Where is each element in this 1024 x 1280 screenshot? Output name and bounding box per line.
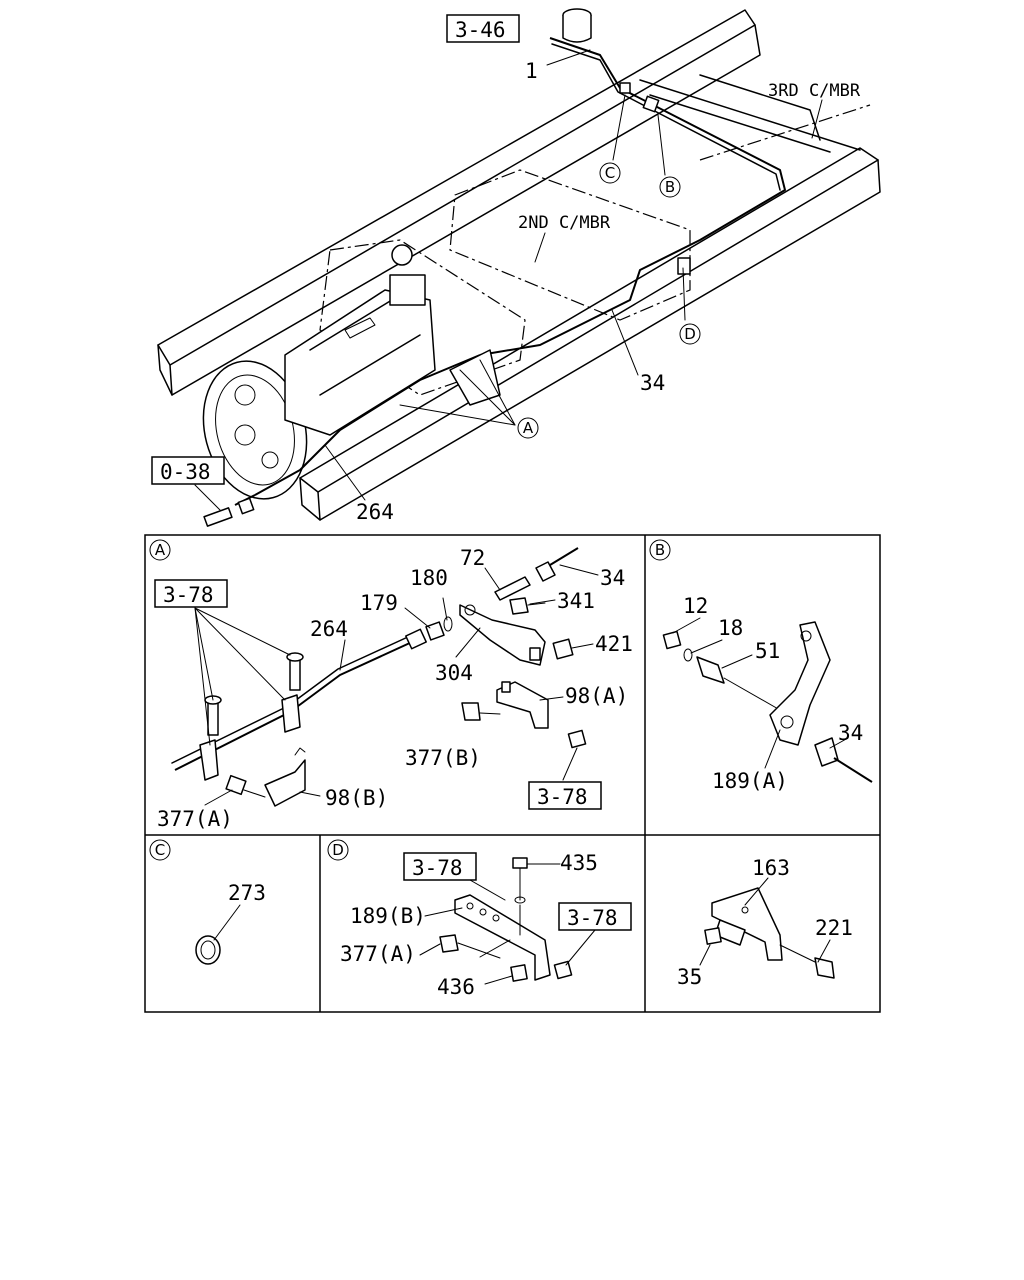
detail-grid (144, 534, 881, 1013)
part-18: 18 (718, 616, 743, 640)
third-cross-member-label: 3RD C/MBR (768, 81, 861, 101)
part-221: 221 (815, 916, 853, 940)
part-304: 304 (435, 661, 473, 685)
part-34-b: 34 (838, 721, 863, 745)
panel-b-tag: B (655, 541, 665, 559)
part-179: 179 (360, 591, 398, 615)
ref-box-0-38[interactable] (151, 456, 225, 485)
callout-b-circle[interactable] (659, 176, 681, 198)
callout-c: C (605, 164, 615, 182)
frame-rail-back (157, 9, 761, 396)
overview-illustration: 3-46 0-38 3RD C/MBR 2ND C/MBR 1 C B D A … (151, 8, 881, 527)
callout-c-circle[interactable] (599, 162, 621, 184)
part-377a: 377(A) (157, 807, 233, 831)
part-189a: 189(A) (712, 769, 788, 793)
part-435: 435 (560, 851, 598, 875)
part-180: 180 (410, 566, 448, 590)
callout-34: 34 (640, 371, 665, 395)
callout-264: 264 (356, 500, 394, 524)
ref-3-78-a-bottom: 3-78 (537, 785, 588, 809)
part-436: 436 (437, 975, 475, 999)
part-377b: 377(B) (405, 746, 481, 770)
panel-a-tag: A (155, 541, 166, 559)
ref-3-78-d-left: 3-78 (412, 856, 463, 880)
callout-a: A (523, 419, 534, 437)
callout-1: 1 (525, 59, 538, 83)
callout-d-circle[interactable] (679, 323, 701, 345)
hose-end-fitting (203, 497, 255, 527)
part-273: 273 (228, 881, 266, 905)
detail-panel-d: D 3-78 3-78 435 189(B) 377(A) 436 (327, 839, 632, 999)
part-163: 163 (752, 856, 790, 880)
detail-panel-e: 163 221 35 (677, 856, 853, 989)
part-98b: 98(B) (325, 786, 388, 810)
ref-3-46-label: 3-46 (455, 18, 506, 42)
detail-panel-c: C 273 (149, 839, 266, 965)
second-cross-member-label: 2ND C/MBR (518, 213, 611, 233)
ref-box-3-46[interactable] (446, 14, 520, 43)
panel-d-tag: D (332, 841, 344, 859)
detail-panel-b: B 12 18 51 34 189(A) (649, 539, 873, 793)
ref-box-3-78-d-left[interactable] (403, 852, 477, 881)
frame-rail-front (299, 147, 881, 521)
pipe-route (234, 37, 786, 506)
part-421: 421 (595, 632, 633, 656)
third-cross-member (639, 74, 871, 161)
overview-leaders (194, 49, 686, 511)
callout-d: D (684, 325, 696, 343)
part-264: 264 (310, 617, 348, 641)
part-34: 34 (600, 566, 625, 590)
transmission (202, 244, 436, 500)
panel-c-tag: C (155, 841, 165, 859)
second-cross-member (319, 169, 691, 396)
part-377a-d: 377(A) (340, 942, 416, 966)
part-35: 35 (677, 965, 702, 989)
callout-b: B (665, 178, 675, 196)
detail-panel-a: A (149, 539, 633, 831)
reservoir-cap (562, 8, 592, 43)
ref-0-38-label: 0-38 (160, 460, 211, 484)
part-72: 72 (460, 546, 485, 570)
part-98a: 98(A) (565, 684, 628, 708)
callout-a-circle[interactable] (517, 417, 539, 439)
ref-3-78-a-top: 3-78 (163, 583, 214, 607)
ref-3-78-d-right: 3-78 (567, 906, 618, 930)
part-189b: 189(B) (350, 904, 426, 928)
part-12: 12 (683, 594, 708, 618)
ref-box-3-78-a-top[interactable] (154, 579, 228, 608)
part-341: 341 (557, 589, 595, 613)
pipe-connectors (449, 82, 691, 406)
ref-box-3-78-d-right[interactable] (558, 902, 632, 931)
part-51: 51 (755, 639, 780, 663)
ref-box-3-78-a-bottom[interactable] (528, 781, 602, 810)
